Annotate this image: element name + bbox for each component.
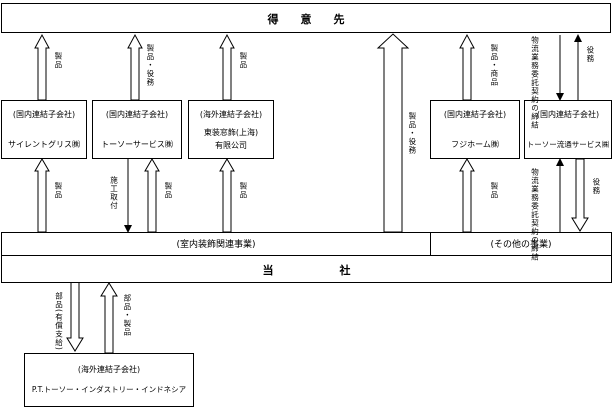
subsidiary-name-2: 有限公司	[215, 141, 247, 150]
label-arrow-1-top: 製品	[53, 52, 63, 69]
subsidiary-box-5: (国内連結子会社) トーソー流通サービス㈱	[524, 100, 612, 159]
arrow-up-4-top	[459, 33, 475, 101]
subsidiary-type: (国内連結子会社)	[105, 110, 169, 119]
arrow-up-4-bot	[459, 158, 475, 233]
arrow-up-1-top	[34, 33, 50, 101]
label-arrow-2-bot-up: 製品	[163, 182, 173, 199]
subsidiary-box-1: (国内連結子会社) サイレントグリス㈱	[1, 100, 87, 159]
label-arrow-2-bot-down: 施工取付	[109, 176, 119, 210]
subsidiary-box-3: (海外連結子会社) 東装窓飾(上海) 有限公司	[188, 100, 274, 159]
customer-label: 得 意 先	[267, 13, 345, 26]
subsidiary-name: 東装窓飾(上海)	[203, 128, 259, 137]
label-arrow-5-bot-down: 役務	[591, 178, 601, 195]
label-overseas-down: 部品(有償支給)	[54, 292, 64, 351]
segment-interior-box: (室内装飾関連事業)	[1, 232, 431, 256]
label-arrow-2-top: 製品・役務	[145, 44, 155, 87]
subsidiary-type: (国内連結子会社)	[12, 110, 76, 119]
arrow-up-1-bot	[34, 158, 50, 233]
subsidiary-name: フジホーム㈱	[451, 140, 499, 149]
subsidiary-type: (国内連結子会社)	[443, 110, 507, 119]
arrow-up-2-top	[127, 33, 143, 101]
label-arrow-4-top: 製品・商品	[489, 44, 499, 87]
customer-box: 得 意 先	[1, 3, 611, 33]
subsidiary-box-4: (国内連結子会社) フジホーム㈱	[430, 100, 520, 159]
arrow-down-5-bot	[571, 158, 589, 232]
arrow-up-3-top	[219, 33, 235, 101]
subsidiary-type: (海外連結子会社)	[199, 110, 263, 119]
arrow-up-2-bot	[144, 158, 160, 233]
subsidiary-box-2: (国内連結子会社) トーソーサービス㈱	[92, 100, 182, 159]
overseas-type: (海外連結子会社)	[77, 365, 141, 374]
company-label: 当 社	[262, 264, 351, 277]
label-arrow-5-top-down: 物流業務委託契約の締結	[530, 36, 540, 130]
arrow-down-overseas	[66, 281, 84, 352]
segment-other-label: (その他の事業)	[490, 240, 552, 250]
label-arrow-5-top-up: 役務	[585, 46, 595, 63]
segment-other-box: (その他の事業)	[430, 232, 612, 256]
arrow-up-3-bot	[219, 158, 235, 233]
label-arrow-4-bot: 製品	[489, 182, 499, 199]
label-arrow-1-bot: 製品	[53, 182, 63, 199]
subsidiary-type: (国内連結子会社)	[536, 110, 600, 119]
label-arrow-3-bot: 製品	[238, 182, 248, 199]
label-arrow-3-top: 製品	[238, 52, 248, 69]
subsidiary-name: トーソーサービス㈱	[101, 140, 173, 149]
label-arrow-direct: 製品・役務	[407, 112, 417, 155]
arrow-up-overseas	[100, 282, 118, 354]
company-box: 当 社	[1, 255, 612, 283]
arrow-up-direct	[376, 33, 410, 233]
overseas-box: (海外連結子会社) P.T.トーソー・インダストリー・インドネシア	[24, 353, 194, 407]
subsidiary-name: トーソー流通サービス㈱	[526, 140, 610, 149]
segment-interior-label: (室内装飾関連事業)	[176, 240, 256, 250]
label-overseas-up: 部品・製品	[122, 294, 132, 337]
overseas-name: P.T.トーソー・インダストリー・インドネシア	[31, 385, 187, 394]
label-arrow-5-bot-up: 物流業務委託契約の締結	[530, 168, 540, 262]
subsidiary-name: サイレントグリス㈱	[8, 140, 80, 149]
